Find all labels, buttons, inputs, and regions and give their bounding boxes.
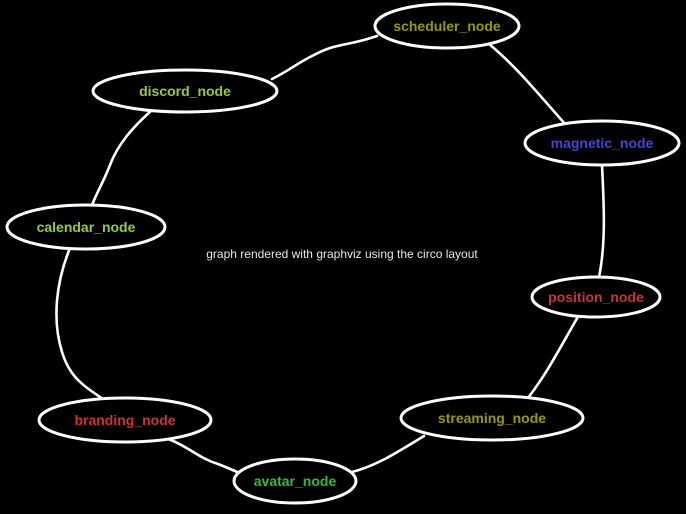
node-label-branding: branding_node xyxy=(74,412,175,428)
node-ellipse-discord xyxy=(91,68,279,114)
edge-branding-avatar xyxy=(166,437,242,475)
graph-node-magnetic: magnetic_node xyxy=(523,119,681,167)
graph-node-calendar: calendar_node xyxy=(5,203,167,251)
node-label-calendar: calendar_node xyxy=(37,219,136,235)
graph-center-label: graph rendered with graphviz using the c… xyxy=(206,247,478,261)
graph-node-branding: branding_node xyxy=(37,396,213,444)
node-ellipse-position xyxy=(530,275,662,319)
graph-node-position: position_node xyxy=(530,275,662,319)
edge-scheduler-discord xyxy=(270,34,379,81)
graph-node-discord: discord_node xyxy=(91,68,279,114)
edge-position-magnetic xyxy=(597,163,606,279)
node-label-avatar: avatar_node xyxy=(254,473,337,489)
edge-discord-calendar xyxy=(90,108,154,207)
node-layer: scheduler_node discord_node magnetic_nod… xyxy=(5,2,681,505)
node-label-streaming: streaming_node xyxy=(438,410,546,426)
node-ellipse-branding xyxy=(37,396,213,444)
graph-node-streaming: streaming_node xyxy=(399,394,585,442)
edge-magnetic-scheduler xyxy=(487,42,568,127)
node-label-position: position_node xyxy=(548,289,644,305)
node-ellipse-calendar xyxy=(5,203,167,251)
edge-layer xyxy=(55,34,606,475)
node-label-magnetic: magnetic_node xyxy=(551,135,654,151)
node-ellipse-magnetic xyxy=(523,119,681,167)
node-label-discord: discord_node xyxy=(139,83,231,99)
graph-node-scheduler: scheduler_node xyxy=(373,2,521,50)
edge-streaming-position xyxy=(526,313,581,400)
graph-node-avatar: avatar_node xyxy=(232,457,358,505)
node-ellipse-streaming xyxy=(399,394,585,442)
node-label-scheduler: scheduler_node xyxy=(393,18,501,34)
edge-avatar-streaming xyxy=(350,434,426,474)
node-ellipse-avatar xyxy=(232,457,358,505)
node-ellipse-scheduler xyxy=(373,2,521,50)
edge-calendar-branding xyxy=(55,246,105,401)
